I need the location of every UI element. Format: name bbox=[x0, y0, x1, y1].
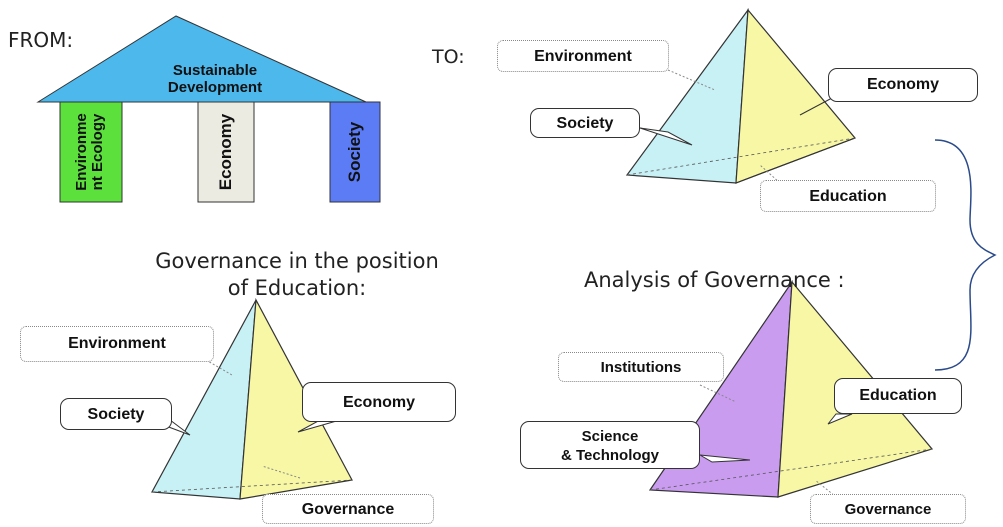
from-heading: FROM: bbox=[8, 28, 74, 52]
to-label-environment: Environment bbox=[497, 40, 669, 72]
right-brace bbox=[934, 139, 997, 371]
pillar-label-economy: Economy bbox=[216, 113, 235, 191]
to-heading: TO: bbox=[432, 46, 465, 68]
pyramid-to bbox=[625, 7, 857, 184]
analysis-heading: Analysis of Governance : bbox=[584, 268, 845, 292]
analysis-label-governance: Governance bbox=[810, 494, 966, 524]
governance-position-heading: Governance in the position of Education: bbox=[155, 249, 439, 300]
gov-label-governance: Governance bbox=[262, 494, 434, 524]
pillar-society bbox=[329, 101, 381, 203]
analysis-label-education: Education bbox=[834, 378, 962, 414]
pillar-environment bbox=[59, 101, 123, 203]
gov-label-environment: Environment bbox=[20, 326, 214, 362]
roof-label: Sustainable Development bbox=[167, 62, 263, 96]
gov-label-economy: Economy bbox=[302, 382, 456, 422]
pillar-label-society: Society bbox=[345, 121, 364, 183]
to-label-education: Education bbox=[760, 180, 936, 212]
gov-label-society: Society bbox=[60, 398, 172, 430]
pillar-label-environment: Environme nt Ecology bbox=[73, 113, 106, 191]
to-label-society: Society bbox=[530, 108, 640, 138]
pillar-economy bbox=[197, 101, 255, 203]
analysis-label-science: Science & Technology bbox=[520, 421, 700, 469]
analysis-label-institutions: Institutions bbox=[558, 352, 724, 382]
to-label-economy: Economy bbox=[828, 68, 978, 102]
